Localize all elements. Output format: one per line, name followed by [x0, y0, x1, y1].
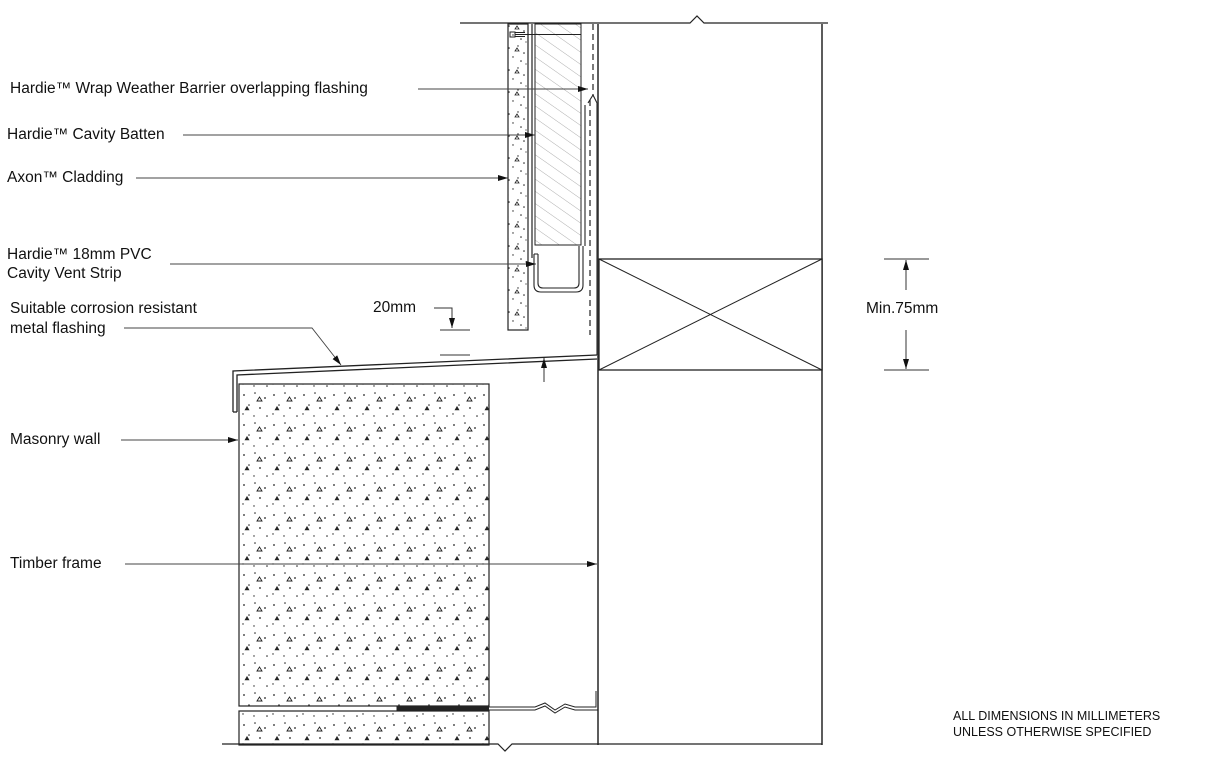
fixing-nail [509, 31, 581, 38]
pvc-vent-strip [533, 246, 584, 293]
dimension-min-75mm [884, 258, 929, 371]
axon-cladding [507, 23, 529, 331]
label-cavity-batten: Hardie™ Cavity Batten [7, 126, 165, 143]
label-vent-strip-line2: Cavity Vent Strip [7, 265, 122, 282]
note-line2: UNLESS OTHERWISE SPECIFIED [953, 725, 1152, 739]
dimension-20mm [434, 307, 547, 382]
label-masonry-wall: Masonry wall [10, 431, 101, 448]
label-metal-flashing-line2: metal flashing [10, 320, 106, 337]
timber-plate [598, 258, 823, 371]
cavity-batten [534, 23, 582, 246]
masonry-wall-lower [238, 710, 490, 746]
leader-lines [121, 86, 597, 567]
top-boundary-line [460, 15, 828, 24]
weather-barrier [589, 24, 594, 335]
masonry-wall [238, 383, 490, 707]
label-timber-frame: Timber frame [10, 555, 102, 572]
bottom-boundary-line [222, 743, 822, 752]
label-vent-strip-line1: Hardie™ 18mm PVC [7, 246, 152, 263]
metal-flashing [232, 354, 598, 412]
dimension-label-min-75mm: Min.75mm [866, 300, 939, 317]
dimension-label-20mm: 20mm [373, 299, 417, 316]
overlapping-flashing [584, 93, 598, 355]
note-line1: ALL DIMENSIONS IN MILLIMETERS [953, 709, 1161, 723]
label-metal-flashing-line1: Suitable corrosion resistant [10, 300, 197, 317]
label-weather-barrier: Hardie™ Wrap Weather Barrier overlapping… [10, 80, 368, 97]
label-axon-cladding: Axon™ Cladding [7, 169, 124, 186]
